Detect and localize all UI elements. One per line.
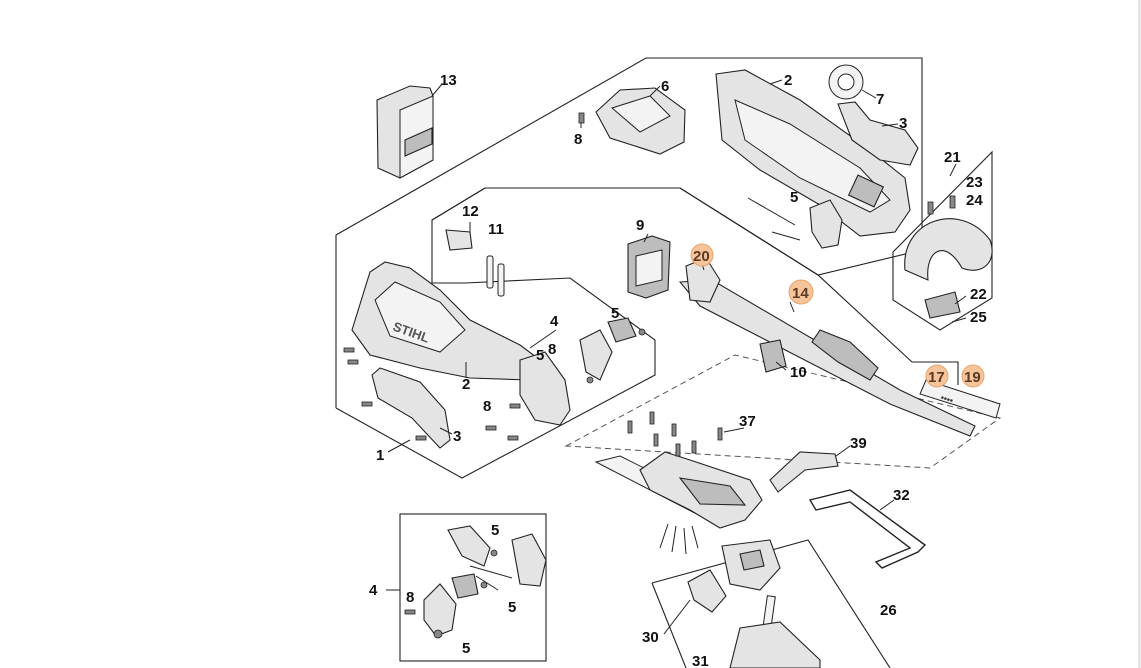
label-part-30: 30	[642, 629, 659, 646]
leader-lines	[386, 79, 967, 635]
label-part-5-box-a: 5	[491, 522, 499, 539]
svg-text:17: 17	[928, 369, 945, 386]
label-part-2-middle: 2	[462, 376, 470, 393]
label-part-10: 10	[790, 364, 807, 381]
label-part-13: 13	[440, 72, 457, 89]
part-control-handle	[594, 451, 839, 529]
screw-8-top	[578, 112, 585, 124]
label-part-3-top: 3	[899, 115, 907, 132]
label-part-5-box-c: 5	[462, 640, 470, 657]
svg-text:20: 20	[693, 248, 710, 265]
label-part-7: 7	[876, 91, 884, 108]
part-trigger-3-top	[837, 101, 919, 166]
label-part-9: 9	[636, 217, 644, 234]
svg-text:19: 19	[964, 369, 981, 386]
part-shaft-14	[678, 257, 976, 437]
hotspot-part-20[interactable]: 20	[690, 243, 714, 267]
part-wires	[659, 523, 699, 555]
label-part-32: 32	[893, 487, 910, 504]
frame-drive-group	[651, 539, 891, 668]
part-shroud-13	[376, 85, 434, 179]
frame-bumper-group	[892, 150, 993, 331]
label-part-5-box-b: 5	[508, 599, 516, 616]
label-part-31: 31	[692, 653, 709, 668]
label-part-2-top: 2	[784, 72, 792, 89]
label-part-6: 6	[661, 78, 669, 95]
label-part-24: 24	[966, 192, 983, 209]
label-part-8-box: 8	[406, 589, 414, 606]
part-label-strip: ••••	[919, 379, 1001, 419]
part-handle-half-2-top	[715, 69, 911, 237]
part-switch-5-top	[747, 197, 843, 249]
part-housing-1: STIHL	[351, 261, 541, 449]
label-part-39: 39	[850, 435, 867, 452]
screws-37	[627, 411, 723, 457]
frame-electronics-box	[399, 513, 547, 662]
svg-text:14: 14	[792, 285, 809, 302]
label-part-11: 11	[488, 221, 504, 238]
label-part-26: 26	[880, 602, 897, 619]
part-gear-head-26	[721, 539, 821, 668]
part-switch-assembly-4	[404, 525, 547, 639]
hotspot-part-14[interactable]: 14	[788, 279, 814, 305]
page-scrollbar[interactable]	[1138, 0, 1141, 668]
label-part-37: 37	[739, 413, 756, 430]
hotspot-part-19[interactable]: 19	[961, 364, 985, 388]
part-switch-4-middle	[519, 317, 646, 426]
part-cover-30	[687, 569, 727, 613]
label-part-25: 25	[970, 309, 987, 326]
part-electronics-9	[627, 235, 671, 299]
label-part-22: 22	[970, 286, 987, 303]
label-part-5-middle-a: 5	[611, 305, 619, 322]
frame-shaft-group	[431, 187, 959, 385]
svg-text:••••: ••••	[939, 392, 954, 405]
frame-drive-left	[651, 582, 687, 668]
part-contact-12	[445, 222, 473, 251]
label-part-21: 21	[944, 149, 961, 166]
label-part-12: 12	[462, 203, 479, 220]
label-part-4-box: 4	[369, 582, 378, 599]
part-bail-32	[808, 489, 927, 569]
label-part-8-middle: 8	[548, 341, 556, 358]
hotspot-part-17[interactable]: 17	[925, 364, 949, 388]
label-part-8-top: 8	[574, 131, 582, 148]
label-part-4-middle: 4	[550, 313, 559, 330]
label-part-1: 1	[376, 447, 384, 464]
part-ring-7	[828, 64, 864, 100]
screws-8-left	[343, 347, 521, 441]
label-part-8-lower: 8	[483, 398, 491, 415]
part-bumper-21	[904, 195, 993, 319]
label-part-5-middle-b: 5	[536, 347, 544, 364]
label-part-3-lower: 3	[453, 428, 461, 445]
label-part-5-top: 5	[790, 189, 798, 206]
label-part-23: 23	[966, 174, 983, 191]
part-springs-11	[486, 255, 505, 297]
part-cover-6	[595, 87, 686, 155]
